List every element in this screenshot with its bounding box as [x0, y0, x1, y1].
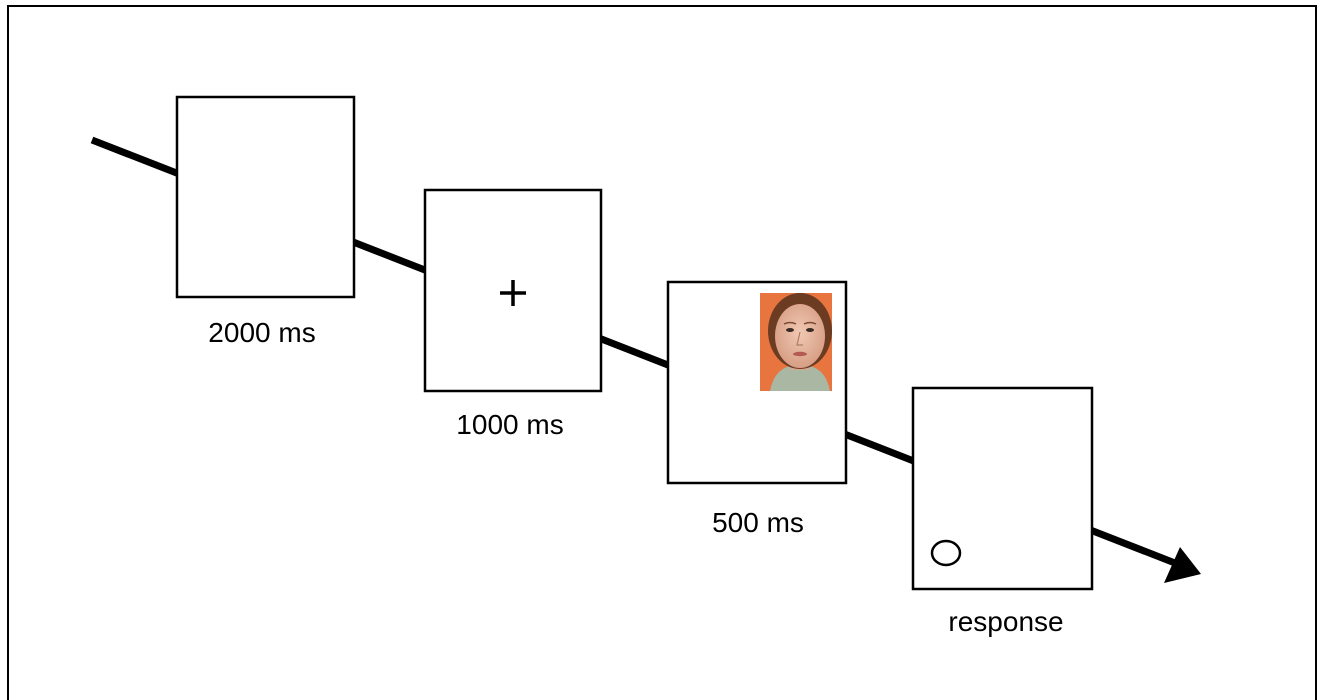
timeline-arrowhead — [1164, 547, 1201, 583]
frame-blank-screen — [175, 95, 356, 299]
response-circle-icon — [930, 539, 962, 567]
frame-face-duration-label: 500 ms — [712, 507, 804, 538]
face-photo — [760, 293, 832, 391]
frame-fixation-duration-label: 1000 ms — [456, 409, 563, 440]
fixation-cross-icon — [500, 280, 526, 306]
frame-face: 500 ms — [666, 280, 848, 538]
frame-fixation: 1000 ms — [423, 188, 603, 440]
frame-response-duration-label: response — [948, 606, 1063, 637]
frame-blank-duration-label: 2000 ms — [208, 317, 315, 348]
frame-response: response — [911, 386, 1094, 637]
frame-blank: 2000 ms — [175, 95, 356, 348]
